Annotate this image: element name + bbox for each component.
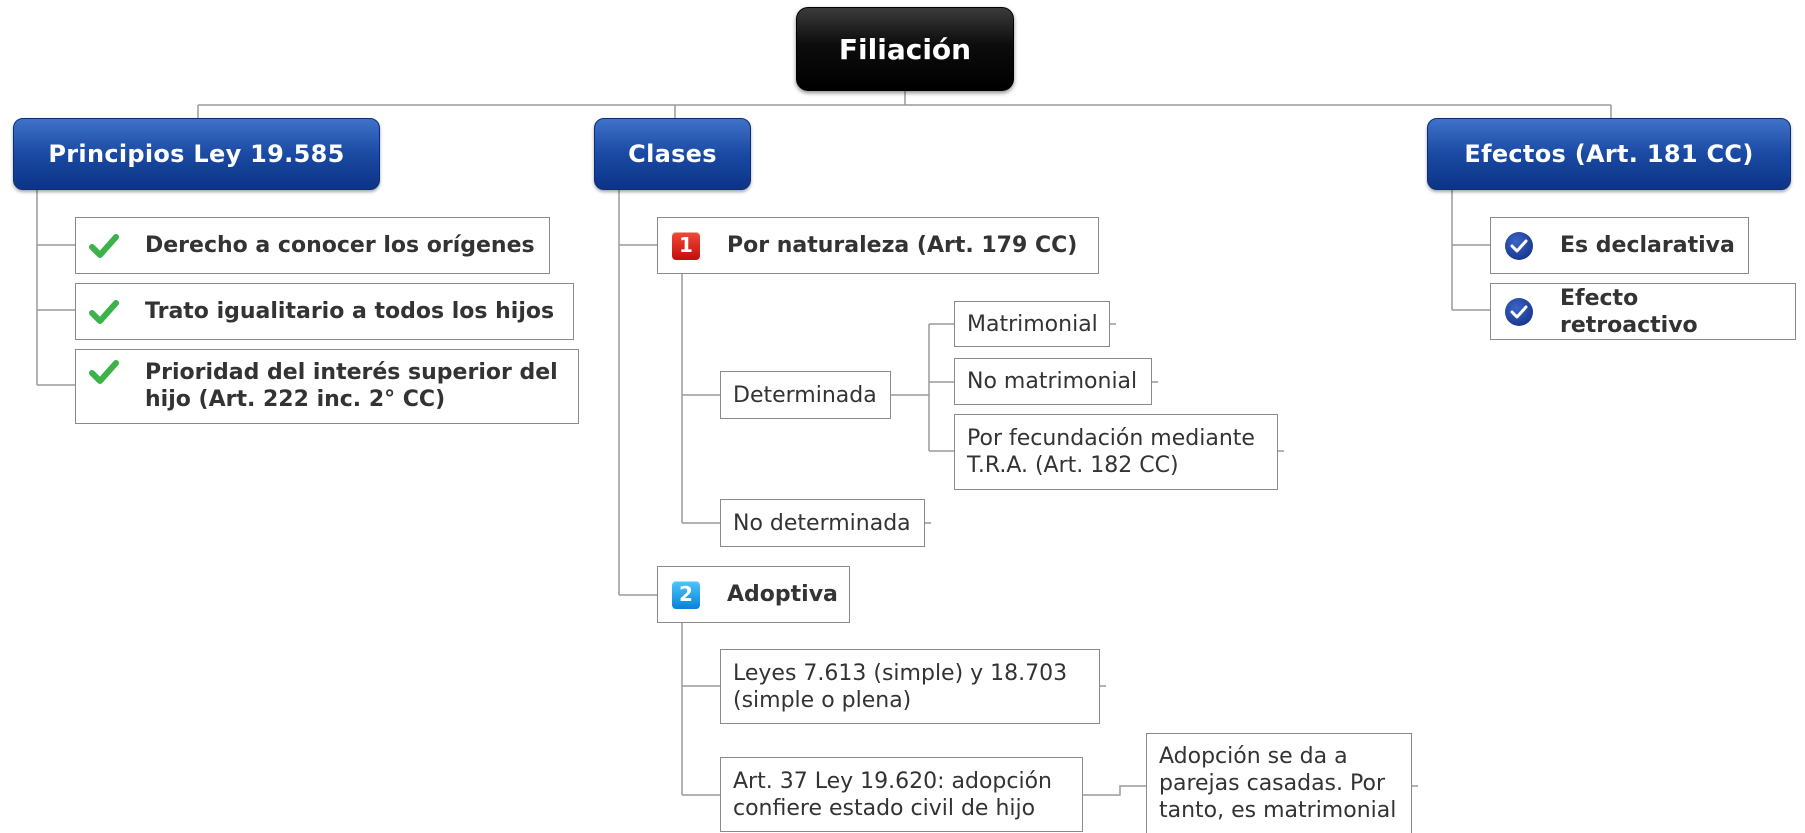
- principio-item-origenes[interactable]: Derecho a conocer los orígenes: [75, 217, 550, 274]
- principio-label: Derecho a conocer los orígenes: [145, 233, 535, 258]
- efecto-declarativa[interactable]: Es declarativa: [1490, 217, 1749, 274]
- clase-por-naturaleza[interactable]: 1 Por naturaleza (Art. 179 CC): [657, 217, 1099, 274]
- number-one-icon: 1: [671, 231, 701, 261]
- branch-clases-title: Clases: [628, 140, 717, 168]
- efecto-retroactivo[interactable]: Efecto retroactivo: [1490, 283, 1796, 340]
- green-check-icon: [89, 297, 119, 327]
- leyes-node[interactable]: Leyes 7.613 (simple) y 18.703 (simple o …: [720, 649, 1100, 724]
- principio-label: Trato igualitario a todos los hijos: [145, 299, 555, 324]
- nota-line3: tanto, es matrimonial: [1159, 798, 1397, 823]
- branch-efectos[interactable]: Efectos (Art. 181 CC): [1427, 118, 1791, 190]
- matrimonial-label: Matrimonial: [967, 311, 1098, 337]
- art37-line1: Art. 37 Ley 19.620: adopción: [733, 768, 1052, 794]
- fecundacion-line2: T.R.A. (Art. 182 CC): [967, 453, 1179, 478]
- naturaleza-label: Por naturaleza (Art. 179 CC): [727, 233, 1078, 258]
- principio-label-line2: hijo (Art. 222 inc. 2° CC): [145, 387, 446, 412]
- determinada-label: Determinada: [733, 382, 877, 408]
- no-determinada-node[interactable]: No determinada: [720, 499, 925, 547]
- branch-clases[interactable]: Clases: [594, 118, 751, 190]
- art37-node[interactable]: Art. 37 Ley 19.620: adopción confiere es…: [720, 757, 1083, 832]
- blue-check-circle-icon: [1504, 231, 1534, 261]
- green-check-icon: [89, 357, 119, 387]
- adoptiva-label: Adoptiva: [727, 582, 838, 607]
- efecto-label: Efecto retroactivo: [1560, 285, 1698, 338]
- principio-item-trato[interactable]: Trato igualitario a todos los hijos: [75, 283, 574, 340]
- blue-check-circle-icon: [1504, 297, 1534, 327]
- no-matrimonial-node[interactable]: No matrimonial: [954, 358, 1152, 405]
- fecundacion-node[interactable]: Por fecundación mediante T.R.A. (Art. 18…: [954, 414, 1278, 490]
- nota-line2: parejas casadas. Por: [1159, 771, 1385, 796]
- number-two-icon: 2: [671, 580, 701, 610]
- green-check-icon: [89, 231, 119, 261]
- efecto-label: Es declarativa: [1560, 233, 1735, 258]
- branch-principios[interactable]: Principios Ley 19.585: [13, 118, 380, 190]
- badge-1: 1: [672, 231, 700, 260]
- nota-line1: Adopción se da a: [1159, 744, 1348, 769]
- determinada-node[interactable]: Determinada: [720, 371, 891, 419]
- matrimonial-node[interactable]: Matrimonial: [954, 301, 1110, 347]
- no-determinada-label: No determinada: [733, 510, 911, 536]
- principio-item-interes[interactable]: Prioridad del interés superior del hijo …: [75, 349, 579, 424]
- root-node-filiacion[interactable]: Filiación: [796, 7, 1014, 91]
- root-title: Filiación: [838, 32, 972, 66]
- clase-adoptiva[interactable]: 2 Adoptiva: [657, 566, 850, 623]
- nota-adopcion-node[interactable]: Adopción se da a parejas casadas. Por ta…: [1146, 733, 1412, 833]
- principio-label-line1: Prioridad del interés superior del: [145, 360, 558, 385]
- leyes-line2: (simple o plena): [733, 687, 912, 713]
- branch-principios-title: Principios Ley 19.585: [48, 140, 345, 168]
- fecundacion-line1: Por fecundación mediante: [967, 426, 1255, 451]
- branch-efectos-title: Efectos (Art. 181 CC): [1464, 140, 1754, 168]
- no-matrimonial-label: No matrimonial: [967, 369, 1138, 394]
- art37-line2: confiere estado civil de hijo: [733, 795, 1036, 821]
- leyes-line1: Leyes 7.613 (simple) y 18.703: [733, 660, 1068, 686]
- badge-2: 2: [672, 580, 700, 609]
